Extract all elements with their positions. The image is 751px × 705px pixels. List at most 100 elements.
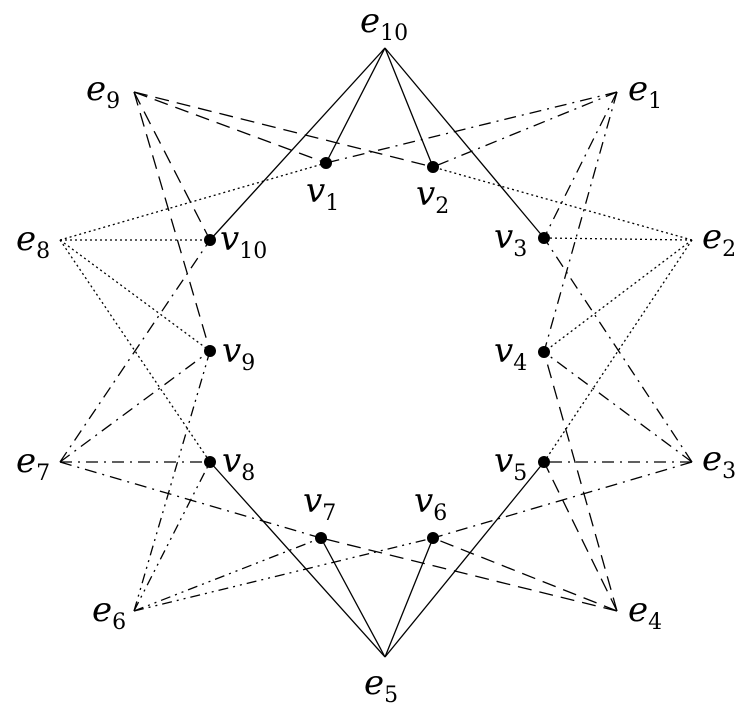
edge-e3-v6 xyxy=(432,461,693,539)
label-v8-subscript: 8 xyxy=(241,461,255,486)
edge-e6-v8 xyxy=(133,461,211,612)
label-v9: v9 xyxy=(222,331,255,376)
label-e2-subscript: 2 xyxy=(722,237,736,262)
edge-e4-v6 xyxy=(432,537,618,612)
vertex-dot-v1 xyxy=(320,157,332,169)
label-v9-subscript: 9 xyxy=(241,351,255,376)
vertex-dot-v10 xyxy=(204,234,216,246)
edge-e7-v10 xyxy=(59,239,211,463)
edge-e10-v2 xyxy=(384,47,434,168)
edge-e1-v1 xyxy=(325,91,618,164)
edge-e4-v5 xyxy=(543,461,618,612)
edge-e7-v9 xyxy=(59,350,211,463)
edge-e1-v2 xyxy=(432,91,618,168)
label-v7: v7 xyxy=(303,481,336,526)
label-v2-base: v xyxy=(416,174,435,214)
label-e2-base: e xyxy=(702,217,722,257)
label-v4: v4 xyxy=(494,331,527,376)
label-e10-subscript: 10 xyxy=(380,21,408,46)
edge-e2-v2 xyxy=(432,166,693,241)
label-v3-subscript: 3 xyxy=(513,237,527,262)
edge-e6-v7 xyxy=(133,537,322,612)
label-v5: v5 xyxy=(494,441,527,486)
label-v4-subscript: 4 xyxy=(513,351,527,376)
edge-e6-v6 xyxy=(133,537,434,612)
label-v7-subscript: 7 xyxy=(322,501,336,526)
label-v5-subscript: 5 xyxy=(513,461,527,486)
edge-e10-v3 xyxy=(384,47,545,239)
edge-e8-v1 xyxy=(59,162,327,241)
label-e5-subscript: 5 xyxy=(384,683,398,705)
label-e4-base: e xyxy=(628,590,648,630)
label-e1: e1 xyxy=(628,69,662,114)
label-e10-base: e xyxy=(360,1,380,41)
label-v3-base: v xyxy=(494,217,513,257)
vertex-dot-v4 xyxy=(538,346,550,358)
edge-e9-v2 xyxy=(133,91,434,168)
label-v2-subscript: 2 xyxy=(435,194,449,219)
label-e6: e6 xyxy=(92,590,126,635)
edge-e4-v7 xyxy=(320,537,618,612)
label-e3: e3 xyxy=(702,439,736,484)
vertex-dot-v3 xyxy=(538,232,550,244)
edge-e3-v4 xyxy=(543,351,693,463)
vertex-dot-v8 xyxy=(204,456,216,468)
label-v10-base: v xyxy=(220,219,239,259)
label-v3: v3 xyxy=(494,217,527,262)
label-e9-subscript: 9 xyxy=(106,89,120,114)
edge-e1-v3 xyxy=(543,91,618,239)
label-e4: e4 xyxy=(628,590,662,635)
label-e1-subscript: 1 xyxy=(648,89,662,114)
label-e8: e8 xyxy=(16,219,50,264)
label-e2: e2 xyxy=(702,217,736,262)
label-v5-base: v xyxy=(494,441,513,481)
edge-e5-v7 xyxy=(320,537,386,658)
vertex-dots-layer xyxy=(204,157,550,544)
label-v6-subscript: 6 xyxy=(433,501,447,526)
edge-e10-v10 xyxy=(209,47,386,241)
label-e6-subscript: 6 xyxy=(112,610,126,635)
edge-e9-v1 xyxy=(133,91,327,164)
vertex-dot-v2 xyxy=(427,161,439,173)
label-v4-base: v xyxy=(494,331,513,371)
edge-e5-v5 xyxy=(384,461,545,658)
vertex-dot-v6 xyxy=(427,532,439,544)
label-v9-base: v xyxy=(222,331,241,371)
edge-e1-v4 xyxy=(543,91,618,353)
label-e10: e10 xyxy=(360,1,408,46)
edge-e5-v8 xyxy=(209,461,386,658)
label-e3-base: e xyxy=(702,439,722,479)
edge-e2-v3 xyxy=(543,237,693,241)
label-e7: e7 xyxy=(16,441,50,486)
label-v6: v6 xyxy=(414,481,447,526)
label-e8-subscript: 8 xyxy=(36,239,50,264)
edge-e2-v4 xyxy=(543,239,693,353)
label-e5: e5 xyxy=(364,663,398,705)
edge-e9-v9 xyxy=(133,91,211,352)
label-v1: v1 xyxy=(306,171,339,216)
vertex-dot-v7 xyxy=(315,532,327,544)
label-v8-base: v xyxy=(222,441,241,481)
label-e4-subscript: 4 xyxy=(648,610,662,635)
label-v10: v10 xyxy=(220,219,267,264)
label-e1-base: e xyxy=(628,69,648,109)
label-v8: v8 xyxy=(222,441,255,486)
label-v10-subscript: 10 xyxy=(239,239,267,264)
vertex-dot-v5 xyxy=(538,456,550,468)
label-e7-base: e xyxy=(16,441,36,481)
edge-e6-v9 xyxy=(133,350,211,612)
label-v1-base: v xyxy=(306,171,325,211)
edges-layer xyxy=(59,47,693,658)
label-e5-base: e xyxy=(364,663,384,703)
label-e9-base: e xyxy=(86,69,106,109)
label-v1-subscript: 1 xyxy=(325,191,339,216)
edge-e10-v1 xyxy=(325,47,386,164)
label-e6-base: e xyxy=(92,590,112,630)
edge-e3-v3 xyxy=(543,237,693,463)
label-v6-base: v xyxy=(414,481,433,521)
label-v7-base: v xyxy=(303,481,322,521)
edge-e4-v4 xyxy=(543,351,618,612)
vertex-dot-v9 xyxy=(204,345,216,357)
